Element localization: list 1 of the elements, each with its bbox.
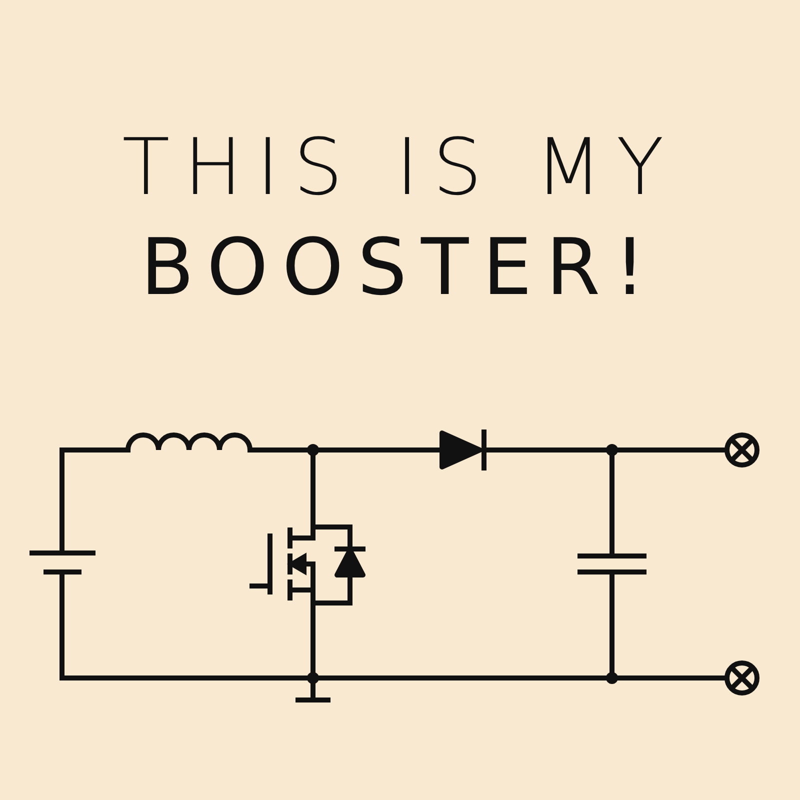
title: THIS IS MY BOOSTER! bbox=[121, 122, 679, 315]
